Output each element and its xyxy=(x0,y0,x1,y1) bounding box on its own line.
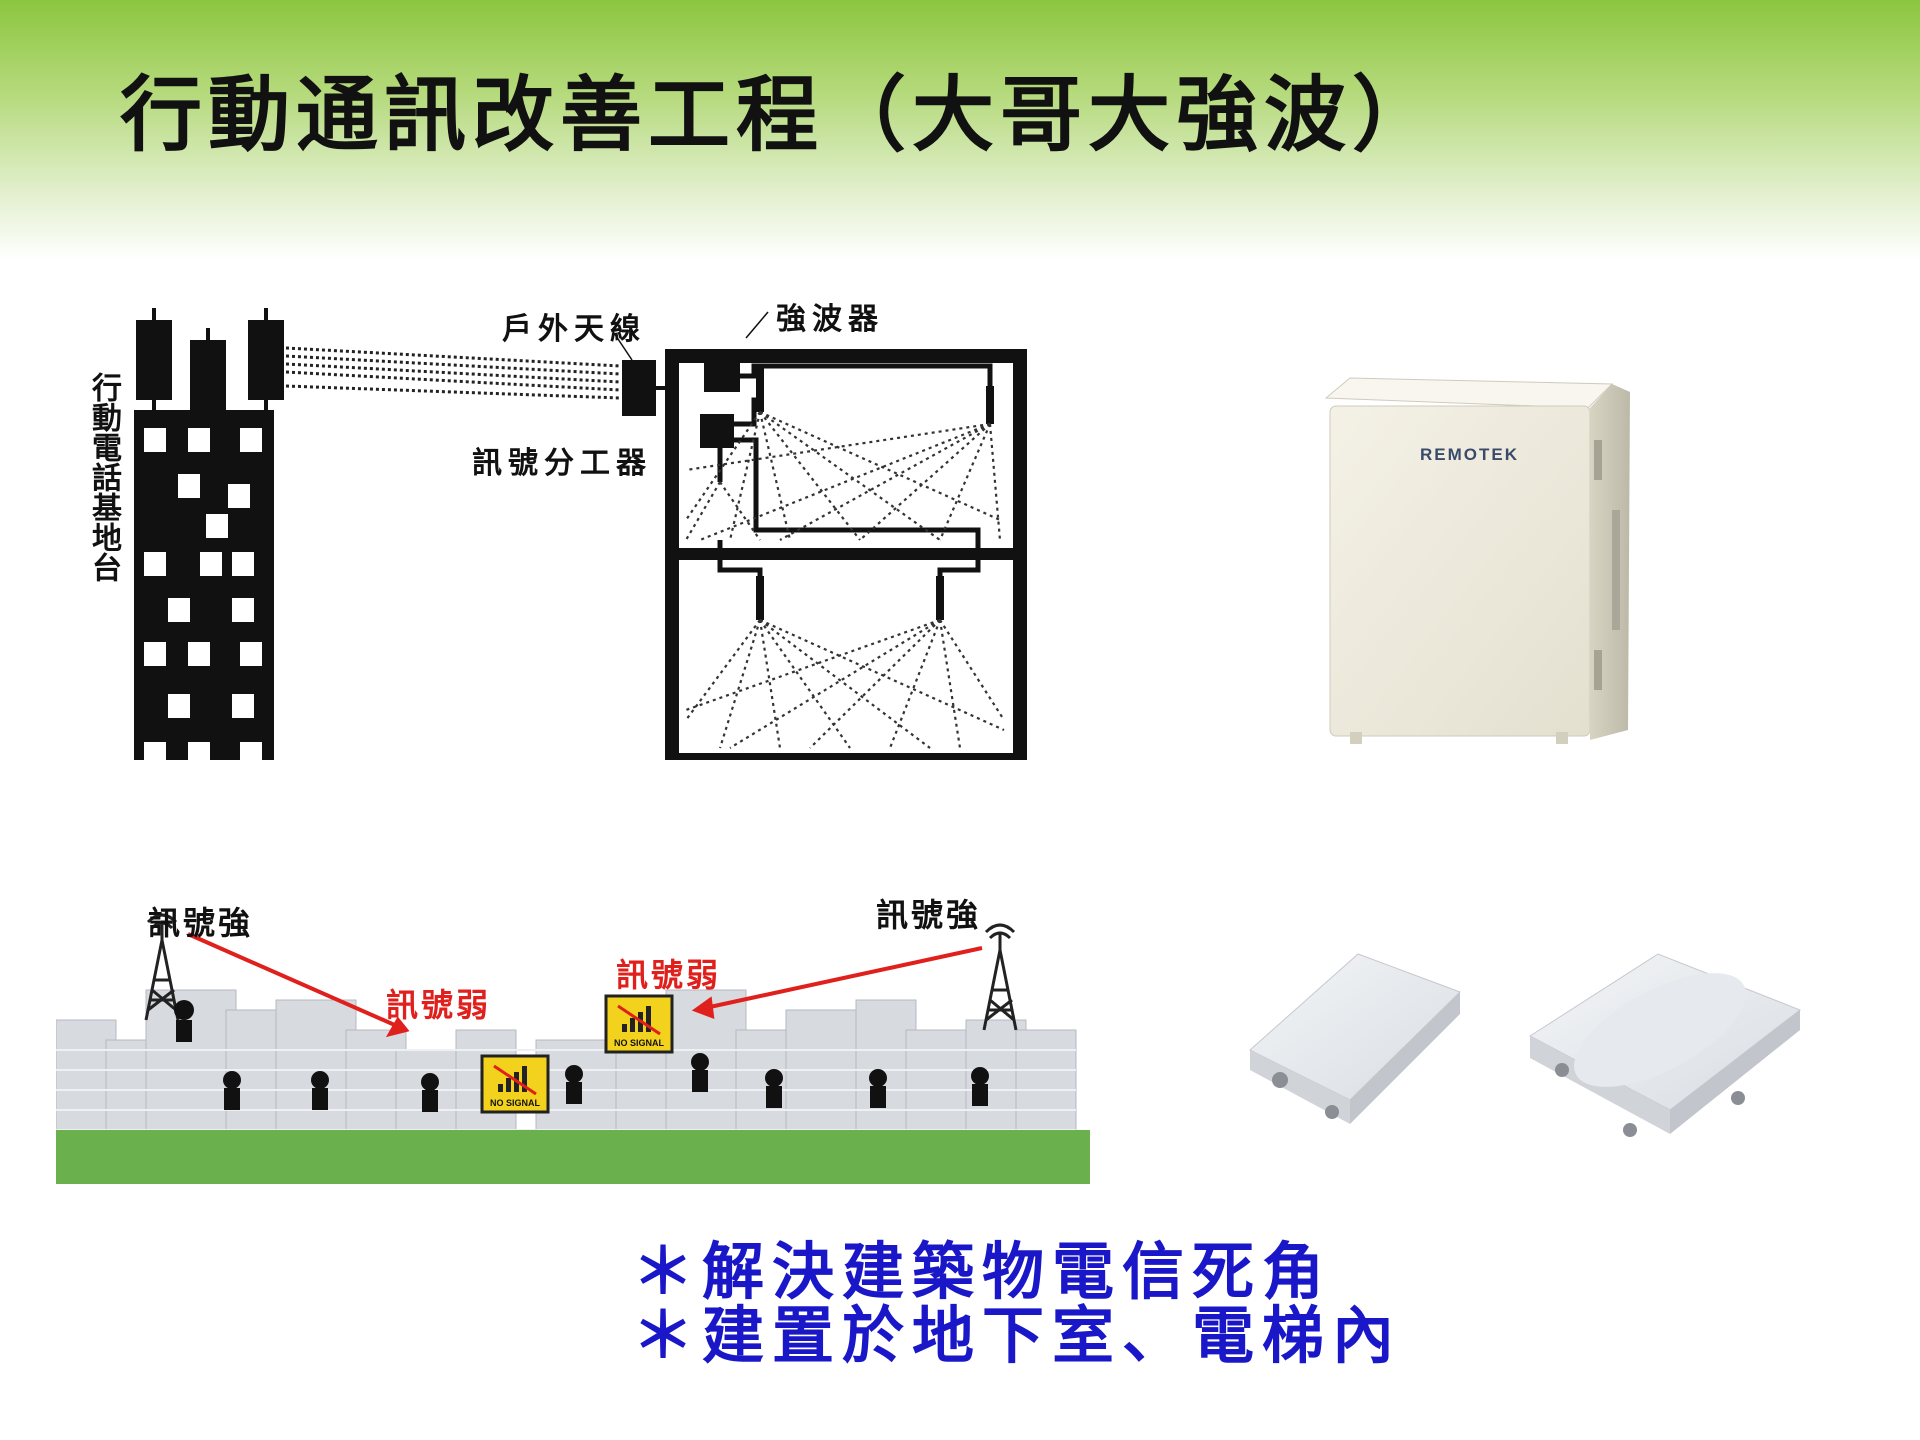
weak-signal-arrows xyxy=(187,932,983,1038)
no-signal-sign-2: NO SIGNAL xyxy=(604,994,674,1054)
installation-diagram-drawing xyxy=(134,308,1027,767)
splitter-label: 訊號分工器 xyxy=(472,446,652,481)
city-signal-illustration: NO SIGNAL NO SIGNAL 訊號強 訊號強 訊號弱 訊號弱 xyxy=(55,880,1090,1184)
base-station-label: 行動電話基地台 xyxy=(86,372,121,582)
installation-diagram: 戶外天線 強波器 訊號分工器 xyxy=(60,290,1040,767)
bullet-item-2: ＊建置於地下室、電梯內 xyxy=(632,1299,1403,1372)
building-windows xyxy=(144,428,262,760)
indoor-antennas xyxy=(756,364,994,620)
left-cell-tower xyxy=(144,913,180,1021)
slide-title: 行動通訊改善工程（大哥大強波） xyxy=(120,67,1441,163)
indoor-units-photo xyxy=(1240,940,1810,1160)
repeater-box xyxy=(704,362,740,392)
ground xyxy=(56,1130,1090,1184)
brand-logo: REMOTEK xyxy=(1420,445,1519,464)
no-signal-sign-1: NO SIGNAL xyxy=(480,1054,550,1114)
header-band xyxy=(0,0,1920,260)
bullet-list: ＊解決建築物電信死角 ＊建置於地下室、電梯內 xyxy=(632,1240,1402,1368)
strong-signal-label-right: 訊號強 xyxy=(876,896,982,934)
no-signal-text-2: NO SIGNAL xyxy=(614,1038,665,1048)
right-cell-tower xyxy=(982,923,1018,1031)
outdoor-antenna xyxy=(622,360,656,416)
weak-signal-label-left: 訊號弱 xyxy=(386,986,492,1024)
base-station-antennas xyxy=(136,308,284,420)
weak-signal-label-right: 訊號弱 xyxy=(616,956,722,994)
city-signal-drawing: NO SIGNAL NO SIGNAL xyxy=(55,880,1090,1184)
repeater-label: 強波器 xyxy=(776,302,884,337)
radio-link-lines xyxy=(285,346,621,400)
bullet-item-1: ＊解決建築物電信死角 xyxy=(632,1235,1333,1308)
people xyxy=(174,1000,989,1112)
outdoor-antenna-label: 戶外天線 xyxy=(502,312,646,347)
repeater-cabinet-photo: REMOTEK xyxy=(1320,370,1640,760)
coverage-upper xyxy=(685,410,1002,542)
strong-signal-label-left: 訊號強 xyxy=(148,904,254,942)
splitter-box xyxy=(700,414,734,448)
repeater-cabinet-drawing: REMOTEK xyxy=(1324,377,1630,744)
no-signal-text-1: NO SIGNAL xyxy=(490,1098,541,1108)
indoor-units-drawing xyxy=(1249,953,1802,1137)
indoor-unit-left xyxy=(1249,953,1461,1124)
coverage-lower xyxy=(685,618,1005,749)
indoor-unit-right xyxy=(1529,953,1802,1137)
